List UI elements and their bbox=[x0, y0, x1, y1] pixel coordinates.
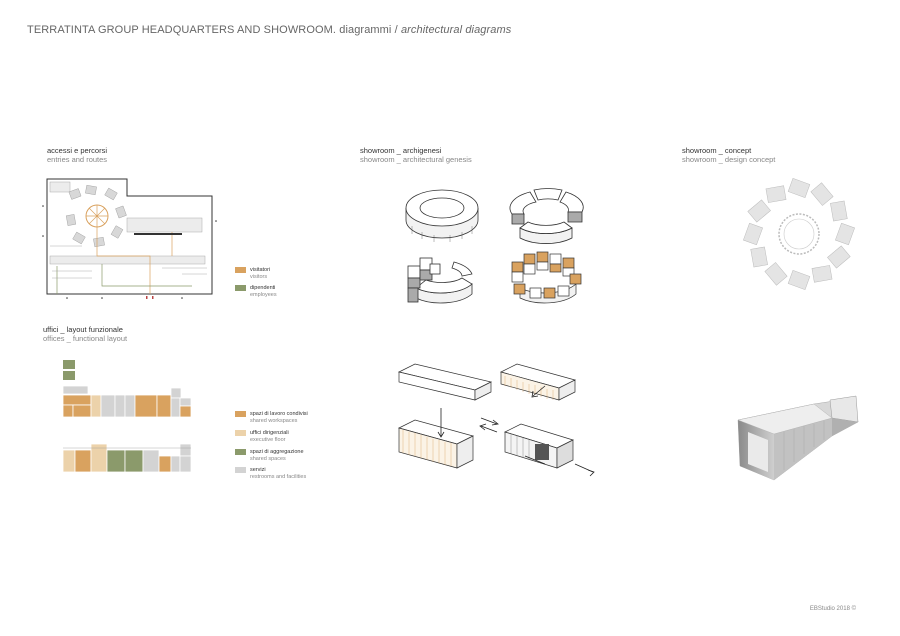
concept-block bbox=[765, 185, 787, 203]
genesis-ring-blocks bbox=[407, 257, 473, 304]
legend-sub-visitors: visitors bbox=[250, 274, 268, 280]
legend-swatch-visitors bbox=[235, 267, 246, 273]
concept-block bbox=[747, 199, 771, 223]
section-concept-subtitle: showroom _ design concept bbox=[682, 155, 776, 164]
genesis-ring-full bbox=[405, 189, 479, 242]
concept-block bbox=[750, 246, 768, 268]
section-offices-heading: uffici _ layout funzionale offices _ fun… bbox=[43, 325, 127, 343]
concept-block bbox=[811, 265, 833, 283]
section-offices-title: uffici _ layout funzionale bbox=[43, 325, 123, 334]
legend-sub-employees: employees bbox=[250, 292, 277, 298]
concept-block bbox=[787, 178, 811, 198]
concept-block bbox=[835, 222, 855, 246]
legend-label-shared-workspaces: spazi di lavoro condivisi bbox=[250, 411, 308, 417]
genesis-ring-colored bbox=[511, 251, 582, 304]
concept-block bbox=[810, 182, 834, 206]
legend-sub-shared-workspaces: shared workspaces bbox=[250, 418, 298, 424]
legend-swatch-shared-workspaces bbox=[235, 411, 246, 417]
section-concept-title: showroom _ concept bbox=[682, 146, 752, 155]
legend-sub-restrooms: restrooms and facilities bbox=[250, 474, 307, 480]
section-genesis-heading: showroom _ archigenesi showroom _ archit… bbox=[360, 146, 472, 164]
section-access-heading: accessi e percorsi entries and routes bbox=[47, 146, 107, 164]
legend-sub-executive-floor: executive floor bbox=[250, 437, 286, 443]
concept-radial-diagram bbox=[743, 178, 855, 290]
legend-label-visitors: visitatori bbox=[250, 267, 271, 273]
legend-swatch-executive-floor bbox=[235, 430, 246, 436]
legend-label-restrooms: servizi bbox=[250, 467, 266, 473]
showroom-volume-render bbox=[737, 395, 859, 481]
legend-label-shared-spaces: spazi di aggregazione bbox=[250, 449, 304, 455]
concept-block bbox=[830, 200, 848, 222]
legend-swatch-employees bbox=[235, 285, 246, 291]
concept-block bbox=[787, 270, 811, 290]
concept-block bbox=[743, 222, 763, 246]
legend-swatch-shared-spaces bbox=[235, 449, 246, 455]
legend-swatch-restrooms bbox=[235, 467, 246, 473]
concept-block bbox=[764, 262, 788, 286]
volume-transformation-diagram bbox=[397, 363, 595, 477]
footer-credit: EBStudio 2018 © bbox=[809, 606, 856, 612]
section-concept-heading: showroom _ concept showroom _ design con… bbox=[682, 146, 775, 164]
concept-block bbox=[827, 245, 851, 269]
legend-label-executive-floor: uffici dirigenziali bbox=[250, 430, 289, 436]
genesis-ring-split bbox=[509, 188, 584, 244]
section-offices-subtitle: offices _ functional layout bbox=[43, 334, 128, 343]
section-genesis-title: showroom _ archigenesi bbox=[360, 146, 442, 155]
title-italic: architectural diagrams bbox=[400, 24, 512, 36]
section-access-title: accessi e percorsi bbox=[47, 146, 108, 155]
offices-layout-diagram bbox=[62, 360, 192, 473]
legend-sub-shared-spaces: shared spaces bbox=[250, 456, 286, 462]
section-access-subtitle: entries and routes bbox=[47, 155, 108, 164]
floor-plan-diagram bbox=[42, 178, 217, 299]
section-genesis-subtitle: showroom _ architectural genesis bbox=[360, 155, 472, 164]
legend-label-employees: dipendenti bbox=[250, 285, 276, 291]
page-title: TERRATINTA GROUP HEADQUARTERS AND SHOWRO… bbox=[27, 24, 511, 36]
title-main: TERRATINTA GROUP HEADQUARTERS AND SHOWRO… bbox=[27, 24, 401, 36]
